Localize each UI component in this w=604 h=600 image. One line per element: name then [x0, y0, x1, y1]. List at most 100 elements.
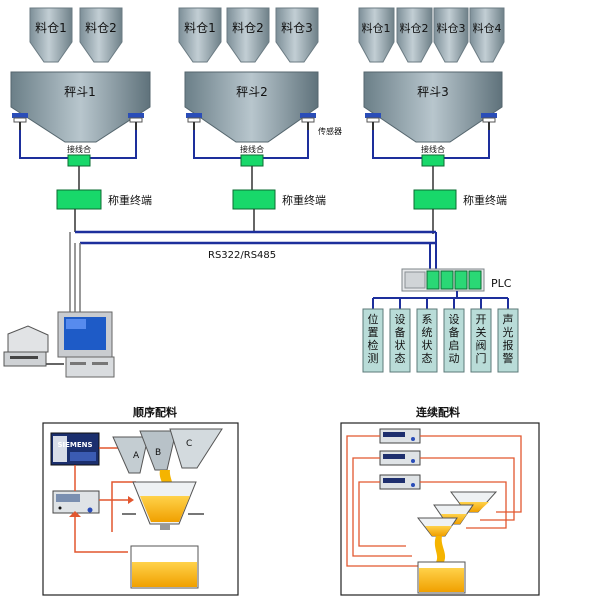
signal-line — [74, 513, 128, 553]
silo-2-2: 料仓2 — [226, 7, 270, 63]
hopper-label: 秤斗3 — [417, 85, 449, 99]
continuous-batching-panel — [340, 422, 540, 596]
signal-line — [346, 435, 418, 567]
silo-label: 料仓1 — [184, 21, 216, 35]
weighing-controller — [52, 490, 100, 514]
hopper-b-label: B — [155, 448, 161, 458]
signal-line — [420, 457, 515, 521]
silo-label: 料仓3 — [437, 21, 466, 35]
plc-output-label: 系统状态 — [422, 313, 433, 365]
sensor-label: 传感器 — [318, 126, 342, 136]
silo-2-3: 料仓3 — [275, 7, 319, 63]
sensor-cable — [193, 130, 241, 159]
plc-label: PLC — [491, 277, 512, 290]
computer — [40, 311, 115, 378]
hopper-label: 秤斗2 — [236, 85, 268, 99]
silo-1-1: 料仓1 — [29, 7, 73, 63]
plc-output-label: 声光报警 — [503, 312, 514, 365]
silo-1-2: 料仓2 — [79, 7, 123, 63]
junction-box — [240, 154, 264, 167]
plc-output-4: 设备启动 — [443, 308, 465, 373]
plc-output-6: 声光报警 — [497, 308, 519, 373]
load-cell-left — [186, 113, 202, 130]
plc-output-label: 开关阀门 — [476, 313, 487, 365]
signal-line — [352, 457, 412, 557]
silo-label: 料仓2 — [85, 21, 117, 35]
terminal-label: 称重终端 — [463, 193, 507, 207]
material-flow — [434, 536, 446, 562]
plc-output-label: 设备启动 — [449, 313, 460, 365]
junction-box — [421, 154, 445, 167]
signal-line — [358, 481, 406, 547]
plc-output-1: 位置检测 — [362, 308, 384, 373]
plc-brand: SIEMENS — [57, 441, 92, 449]
terminal-label: 称重终端 — [108, 193, 152, 207]
hopper-label: 秤斗1 — [64, 85, 96, 99]
silo-3-3: 料仓3 — [433, 7, 469, 63]
sequential-batching-panel: SIEMENS A B C — [42, 422, 239, 596]
signal-line — [420, 481, 507, 529]
weighing-system-1: 料仓1 料仓2 秤斗1 接线合 称重终端 — [10, 7, 152, 232]
bus-label: RS322/RS485 — [208, 250, 276, 261]
hopper-2: 秤斗2 — [184, 71, 319, 143]
silo-3-1: 料仓1 — [358, 7, 395, 63]
load-cell-right — [481, 113, 497, 130]
hopper-a-label: A — [133, 451, 140, 461]
controller-2 — [379, 450, 421, 466]
siemens-plc: SIEMENS — [50, 432, 100, 466]
sensor-cable — [444, 130, 490, 159]
plc-outputs: 位置检测 设备状态 系统状态 设备启动 开关阀门 声光报警 — [362, 308, 519, 373]
junction-box-label: 接线合 — [67, 144, 91, 154]
controller-3 — [379, 474, 421, 490]
plc-output-label: 设备状态 — [395, 313, 406, 365]
silo-label: 料仓1 — [362, 21, 391, 35]
weighing-system-3: 料仓1 料仓2 料仓3 料仓4 秤斗3 接线合 — [358, 7, 507, 234]
plc-output-2: 设备状态 — [389, 308, 411, 373]
junction-box-label: 接线合 — [240, 144, 264, 154]
terminal-label: 称重终端 — [282, 193, 326, 207]
silo-label: 料仓1 — [35, 21, 67, 35]
hopper-1: 秤斗1 — [10, 71, 151, 143]
communication-bus: RS322/RS485 — [69, 230, 437, 312]
ingredient-hopper-c: C — [169, 428, 223, 469]
signal-line — [111, 481, 136, 532]
weighing-terminal — [232, 189, 276, 210]
material-fill — [140, 496, 190, 522]
sensor-cable — [90, 130, 137, 159]
sensor-cable — [372, 130, 422, 159]
load-cell-left — [365, 113, 381, 130]
signal-line — [420, 435, 522, 513]
silo-label: 料仓2 — [400, 21, 429, 35]
silo-label: 料仓4 — [473, 21, 502, 35]
load-cell-left — [12, 113, 28, 130]
hopper-3: 秤斗3 — [363, 71, 503, 143]
ingredient-hopper-a: A — [112, 436, 149, 474]
silo-label: 料仓2 — [232, 21, 264, 35]
plc-output-5: 开关阀门 — [470, 308, 492, 373]
weighing-terminal — [56, 189, 102, 210]
silo-label: 料仓3 — [281, 21, 313, 35]
plc-output-label: 位置检测 — [368, 312, 379, 365]
silo-3-2: 料仓2 — [396, 7, 433, 63]
bin-material — [419, 568, 464, 592]
panel-title-continuous: 连续配料 — [416, 405, 460, 419]
plc-output-wiring — [372, 291, 509, 309]
silo-2-1: 料仓1 — [178, 7, 222, 63]
hopper-c-label: C — [186, 439, 192, 449]
sensor-cable — [19, 130, 68, 159]
load-cell-right — [128, 113, 144, 130]
silo-3-4: 料仓4 — [469, 7, 505, 63]
weighing-terminal — [413, 189, 457, 210]
plc-output-3: 系统状态 — [416, 308, 438, 373]
panel-title-sequential: 顺序配料 — [133, 405, 177, 419]
junction-box — [67, 154, 91, 167]
plc: PLC — [401, 268, 512, 292]
load-cell-right — [300, 113, 316, 130]
junction-box-label: 接线合 — [421, 144, 445, 154]
controller-1 — [379, 428, 421, 444]
sensor-cable — [263, 130, 309, 159]
printer — [3, 325, 49, 367]
weighing-system-2: 料仓1 料仓2 料仓3 秤斗2 传感器 接线合 称重终 — [178, 7, 342, 232]
bin-material — [132, 562, 197, 587]
